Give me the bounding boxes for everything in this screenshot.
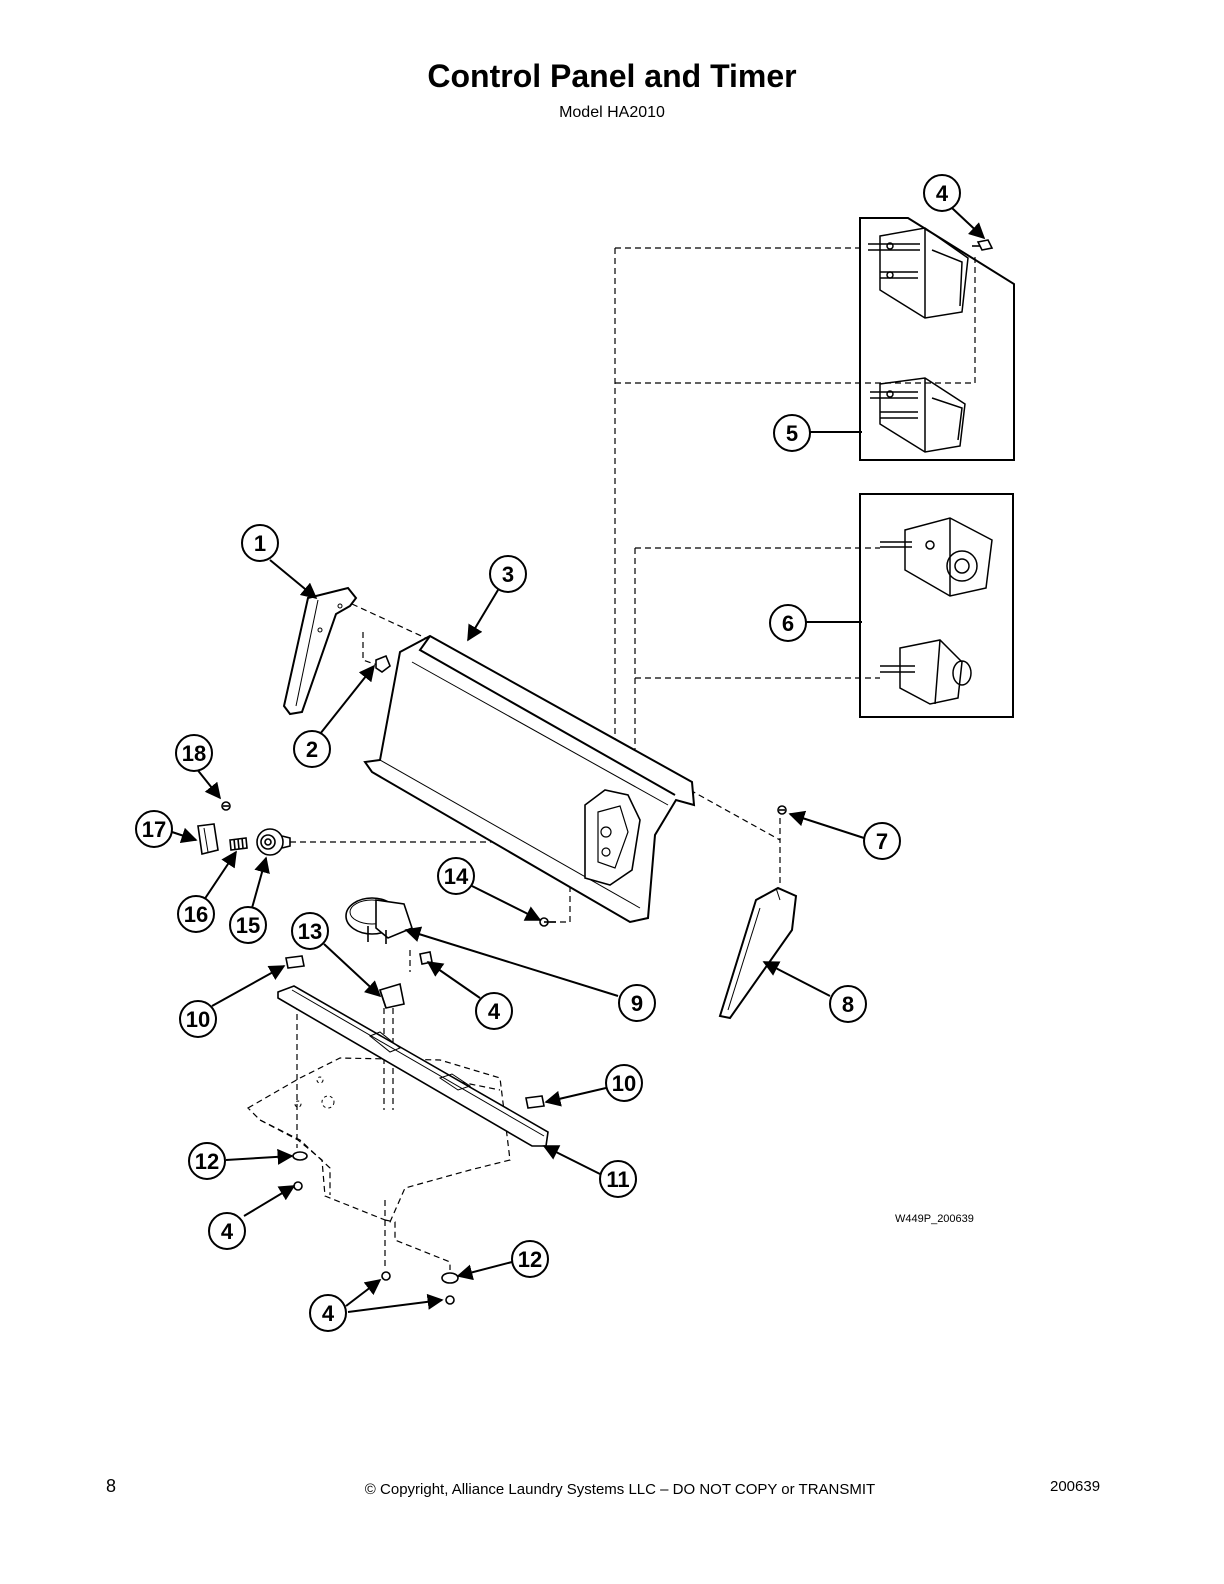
- leader-arrows: [171, 207, 986, 1313]
- callout-4-mid: 4: [475, 992, 513, 1030]
- page-number: 8: [106, 1476, 117, 1496]
- callout-15: 15: [229, 906, 267, 944]
- callout-4-lower-left: 4: [208, 1212, 246, 1250]
- svg-text:8: 8: [842, 992, 854, 1017]
- callout-5: 5: [773, 414, 811, 452]
- svg-text:4: 4: [936, 181, 949, 206]
- callout-17: 17: [135, 810, 173, 848]
- svg-text:2: 2: [306, 737, 318, 762]
- svg-text:17: 17: [142, 817, 166, 842]
- svg-text:4: 4: [488, 999, 501, 1024]
- callout-6: 6: [769, 604, 807, 642]
- callout-8: 8: [829, 985, 867, 1023]
- svg-text:12: 12: [195, 1149, 219, 1174]
- svg-text:10: 10: [612, 1071, 636, 1096]
- copyright-notice: © Copyright, Alliance Laundry Systems LL…: [364, 1481, 876, 1498]
- svg-text:5: 5: [786, 421, 798, 446]
- svg-text:15: 15: [236, 913, 260, 938]
- callout-11: 11: [599, 1160, 637, 1198]
- svg-text:12: 12: [518, 1247, 542, 1272]
- right-end-cap: [718, 886, 798, 1020]
- svg-text:3: 3: [502, 562, 514, 587]
- svg-text:11: 11: [606, 1167, 629, 1192]
- callout-9: 9: [618, 984, 656, 1022]
- callout-18: 18: [175, 734, 213, 772]
- svg-text:7: 7: [876, 829, 888, 854]
- callout-10-left: 10: [179, 1000, 217, 1038]
- svg-text:16: 16: [184, 902, 208, 927]
- svg-text:18: 18: [182, 741, 206, 766]
- model-subtitle: Model HA2010: [559, 104, 665, 121]
- callout-16: 16: [177, 895, 215, 933]
- document-number: 200639: [1050, 1478, 1101, 1495]
- callout-13: 13: [291, 912, 329, 950]
- svg-text:4: 4: [322, 1301, 335, 1326]
- switch-group: [859, 493, 1014, 718]
- svg-text:9: 9: [631, 991, 643, 1016]
- hardware: [197, 239, 994, 1305]
- callout-1: 1: [241, 524, 279, 562]
- callout-7: 7: [863, 822, 901, 860]
- callouts: 4 5 1 3 6 18 2 17 7 14 16 15 13 10 4 9 8…: [135, 174, 961, 1332]
- svg-text:6: 6: [782, 611, 794, 636]
- left-end-cap: [282, 586, 358, 716]
- page-title: Control Panel and Timer: [427, 58, 797, 94]
- callout-10-right: 10: [605, 1064, 643, 1102]
- svg-text:4: 4: [221, 1219, 234, 1244]
- callout-2: 2: [293, 730, 331, 768]
- svg-text:10: 10: [186, 1007, 210, 1032]
- callout-14: 14: [437, 857, 475, 895]
- callout-4-bottom: 4: [309, 1294, 347, 1332]
- svg-text:13: 13: [298, 919, 322, 944]
- timer-group: [859, 217, 1015, 461]
- callout-12-left: 12: [188, 1142, 226, 1180]
- svg-text:1: 1: [254, 531, 266, 556]
- base-pan-holes: [294, 1076, 335, 1109]
- callout-4-top: 4: [923, 174, 961, 212]
- drawing-reference: W449P_200639: [895, 1213, 974, 1225]
- svg-text:14: 14: [444, 864, 469, 889]
- callout-3: 3: [489, 555, 527, 593]
- callout-12-right: 12: [511, 1240, 549, 1278]
- control-panel: [363, 634, 696, 924]
